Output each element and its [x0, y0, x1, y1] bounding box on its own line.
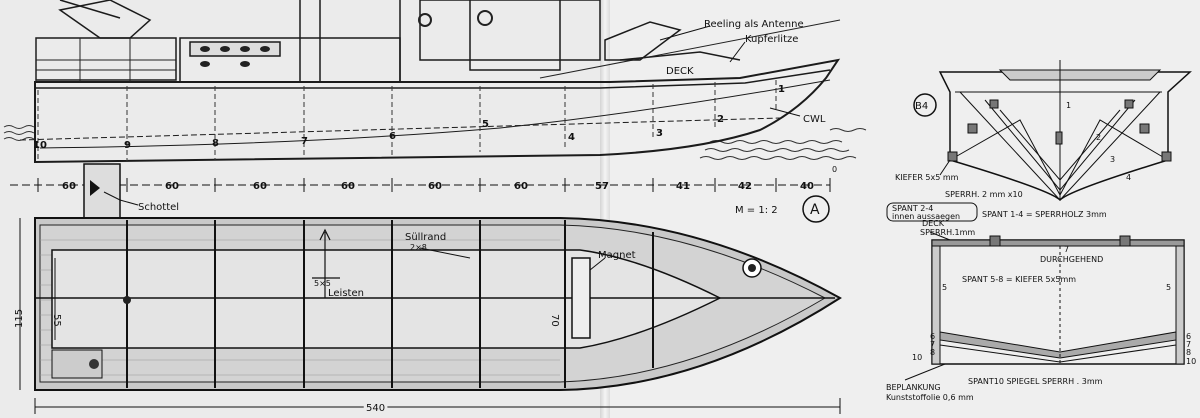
deck-leader	[929, 231, 951, 241]
frame-number: 9	[124, 140, 131, 151]
frame-number: 3	[656, 128, 663, 139]
reeling-label: Reeling als Antenne	[704, 19, 804, 30]
leisten-dim: 5×5	[314, 279, 331, 288]
magnet-label: Magnet	[598, 250, 636, 261]
section-number: 6	[930, 332, 935, 341]
frame-number: 5	[482, 119, 489, 130]
station-dimension: 41	[676, 181, 690, 192]
length-dim: 540	[366, 403, 385, 414]
frame-number: 4	[568, 132, 575, 143]
section-v: B4 1 2 3 4 KIEFER 5x5 mm SPERRH. 2 mm x1…	[895, 60, 1192, 202]
frame-number: 7	[301, 136, 308, 147]
bow-mark-dim: 70	[549, 314, 560, 327]
frame-number: 1	[778, 84, 785, 95]
plan-frames	[126, 220, 654, 388]
b4-label: B4	[915, 101, 928, 112]
suellrand-label: Süllrand	[405, 232, 446, 243]
spant24-label-2: innen aussaegen	[892, 212, 960, 221]
side-elevation: Reeling als Antenne Kupferlitze DECK CWL…	[3, 0, 867, 164]
leisten-label: Leisten	[328, 288, 364, 299]
book-gutter	[600, 0, 610, 418]
superstructure	[35, 0, 741, 83]
frame-number: 8	[212, 138, 219, 149]
magnet-leader	[589, 257, 606, 271]
station-dimension-line: 60 60 60 60 60 60 57 41 42 40 0	[10, 165, 837, 192]
b4-circle	[913, 93, 937, 117]
station-dimension: 60	[62, 181, 76, 192]
view-a-circle	[802, 195, 830, 223]
section-number: 1	[1066, 101, 1071, 110]
station-dimension: 60	[341, 181, 355, 192]
cwl-label: CWL	[803, 114, 826, 125]
spant14-label: SPANT 1-4 = SPERRHOLZ 3mm	[982, 210, 1107, 219]
station-dimension: 60	[514, 181, 528, 192]
frame-number: 10	[33, 140, 47, 151]
deck-line	[35, 69, 831, 89]
station-dimension: 57	[595, 181, 609, 192]
section-number: 8	[930, 348, 935, 357]
station-dimension: 60	[428, 181, 442, 192]
durchgehend-label: DURCHGEHEND	[1040, 255, 1103, 264]
spant10-label: SPANT10 SPIEGEL SPERRH . 3mm	[968, 377, 1103, 386]
kupferlitze-label: Kupferlitze	[745, 34, 798, 45]
suellrand-dim: 2×8	[410, 243, 427, 252]
sperrh1-label: SPERRH.1mm	[920, 228, 975, 237]
station-dimension: 60	[253, 181, 267, 192]
station-dimension-end: 0	[832, 165, 837, 174]
section-number: 2	[1096, 133, 1101, 142]
section-number: 7	[1064, 245, 1069, 254]
section-number: 7	[1186, 340, 1191, 349]
beplankung-label-1: BEPLANKUNG	[886, 383, 941, 392]
section-number: 4	[1126, 173, 1131, 182]
section-number: 8	[1186, 348, 1191, 357]
spant58-label: SPANT 5-8 = KIEFER 5x5mm	[962, 275, 1076, 284]
deck-section-label: DECK	[922, 219, 945, 228]
railing	[35, 19, 841, 82]
section-number: 7	[930, 340, 935, 349]
beplankung-leader	[904, 363, 946, 381]
portholes	[200, 10, 493, 67]
plan-view: Süllrand 2×8 Magnet 5×5 Leisten 115 55 7…	[14, 217, 842, 417]
suellrand-leader	[419, 247, 471, 259]
section-number: 5	[942, 283, 947, 292]
width-dim: 115	[14, 309, 25, 328]
cwl-line	[19, 117, 781, 141]
mast-step	[123, 296, 131, 304]
kiefer-leader	[939, 159, 951, 176]
magnet-block	[571, 257, 591, 339]
bow-hatch-center	[748, 264, 756, 272]
schottel-drive: Schottel	[83, 163, 179, 219]
frame-number: 6	[389, 131, 396, 142]
deck-opening	[51, 249, 722, 349]
hull-outline	[34, 58, 841, 164]
spant24-label-1: SPANT 2-4	[892, 204, 933, 213]
station-dimension: 40	[800, 181, 814, 192]
waterline-hatching	[3, 125, 867, 160]
section-box: DECK SPERRH.1mm DURCHGEHEND SPANT 5-8 = …	[886, 219, 1196, 402]
view-a-label: A	[810, 202, 820, 218]
spant24-box	[886, 202, 978, 222]
chine-line	[39, 79, 831, 149]
schottel-label: Schottel	[138, 202, 179, 213]
inner-width-dim: 55	[51, 314, 62, 327]
stern-plug	[89, 359, 99, 369]
station-dimension: 60	[165, 181, 179, 192]
deck-label: DECK	[666, 66, 694, 77]
section-number: 10	[1186, 357, 1196, 366]
station-dimension: 42	[738, 181, 752, 192]
sperrh2-label: SPERRH. 2 mm x10	[945, 190, 1023, 199]
leisten-arrow	[312, 228, 340, 298]
kiefer-label: KIEFER 5x5 mm	[895, 173, 959, 182]
scale-label: M = 1: 2	[735, 205, 778, 216]
section-number: 5	[1166, 283, 1171, 292]
section-number: 6	[1186, 332, 1191, 341]
section-number: 10	[912, 353, 922, 362]
section-number: 3	[1110, 155, 1115, 164]
frame-number: 2	[717, 114, 724, 125]
beplankung-label-2: Kunststoffolie 0,6 mm	[886, 393, 974, 402]
leader-lines	[659, 25, 801, 117]
frame-lines	[37, 80, 777, 162]
